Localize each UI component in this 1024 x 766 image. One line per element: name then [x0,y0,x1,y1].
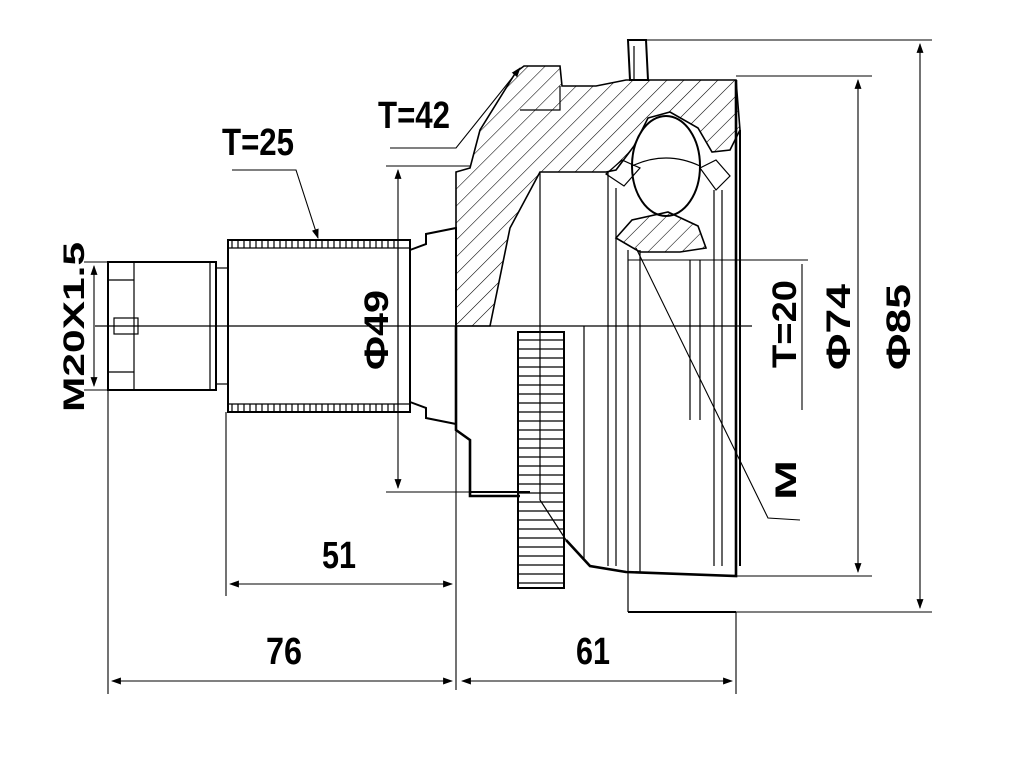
leader-t25: T=25 [222,122,319,239]
abs-tone-ring [517,331,565,589]
label-dia85: Φ85 [880,284,918,370]
label-dia49: Φ49 [358,290,396,370]
dim-76: 76 [107,390,453,694]
label-thread-spec: M20X1.5 [58,242,91,412]
label-61: 61 [576,631,610,673]
label-t25: T=25 [222,122,294,164]
thread-end [107,261,228,391]
dim-61: 61 [461,612,737,694]
leader-t20-m: T=20 M [628,247,808,521]
label-m: M [770,460,803,500]
label-76: 76 [266,631,302,673]
dim-thread: M20X1.5 [58,242,108,412]
label-dia74: Φ74 [820,284,858,370]
label-t42: T=42 [378,95,450,137]
dim-dia85: Φ85 [628,39,932,613]
label-t20: T=20 [766,280,804,368]
dim-dia49: Φ49 [358,165,470,493]
ball-cage [605,115,731,253]
label-51: 51 [322,535,356,577]
outer-housing [454,39,741,578]
dim-dia74: Φ74 [736,75,872,577]
leader-t42: T=42 [378,67,521,149]
dim-51: 51 [225,412,457,690]
